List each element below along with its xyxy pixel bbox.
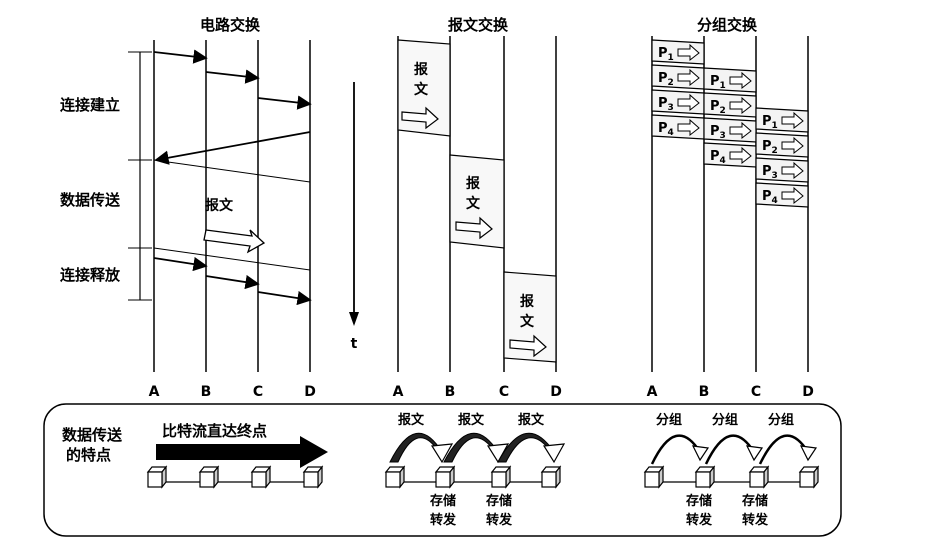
bitstream-caption: 比特流直达终点 [162, 422, 267, 440]
node-box-icon [384, 465, 406, 489]
message-block-1-label-top: 报 [414, 62, 428, 78]
node-b-label: B [445, 384, 456, 400]
characteristics-label-line2: 的特点 [66, 446, 111, 464]
node-d-label: D [802, 384, 814, 400]
circuit-message-label: 报文 [205, 197, 234, 214]
packet-box-2-1: P1 [703, 67, 757, 93]
hop-arc-icon [497, 432, 566, 464]
packet-box-1-2: P2 [651, 64, 705, 90]
packet-arrow-icon [677, 43, 700, 62]
hop-arc-icon [758, 434, 818, 465]
node-box-icon [302, 465, 324, 489]
time-label: t [351, 336, 358, 352]
packet-arrow-icon [677, 68, 700, 87]
node-box-icon [250, 465, 272, 489]
packet-box-1-1: P1 [651, 39, 705, 65]
packet-arrow-icon [729, 71, 752, 90]
node-c-label: C [499, 384, 509, 400]
message-block-2-label-bottom: 文 [466, 195, 481, 212]
packet-hop-label-2: 分组 [712, 412, 738, 428]
packet-forward-label-2: 转发 [742, 512, 769, 528]
packet-arrow-icon [729, 121, 752, 140]
packet-box-1-4: P4 [651, 114, 705, 140]
node-box-icon [434, 465, 456, 489]
message-hop-label-3: 报文 [518, 412, 545, 428]
node-a-label: A [393, 384, 404, 400]
message-store-label-2: 存储 [486, 493, 512, 509]
node-box-icon [694, 465, 716, 489]
packet-arrow-icon [781, 136, 804, 155]
node-d-label: D [550, 384, 562, 400]
packet-box-3-1: P1 [755, 107, 809, 133]
message-block-2-label-top: 报 [466, 176, 480, 192]
characteristics-panel: 数据传送 的特点 比特流直达终点 报文 报文 报文 存储 转发 存储 转发 分组… [43, 403, 842, 537]
message-switching-panel: 报 文 报 文 报 文 A B C D [393, 36, 562, 400]
packet-box-2-2: P2 [703, 92, 757, 118]
node-b-label: B [201, 384, 212, 400]
packet-box-2-4: P4 [703, 142, 757, 168]
packet-arrow-icon [781, 161, 804, 180]
packet-forward-label-1: 转发 [686, 512, 713, 528]
message-block-1-label-bottom: 文 [414, 81, 429, 98]
hop-arc-icon [443, 432, 510, 464]
message-block-3-label-bottom: 文 [520, 313, 535, 330]
circuit-switching-title: 电路交换 [200, 16, 261, 34]
node-box-icon [643, 465, 665, 489]
hop-arc-icon [650, 434, 710, 465]
packet-arrow-icon [781, 186, 804, 205]
message-switching-title: 报文交换 [448, 16, 509, 34]
node-box-icon [198, 465, 220, 489]
packet-arrow-icon [729, 96, 752, 115]
node-box-icon [146, 465, 168, 489]
node-b-label: B [699, 384, 710, 400]
circuit-switching-panel: 连接建立 数据传送 连接释放 报文 A B C D [60, 40, 316, 400]
packet-arrow-icon [781, 111, 804, 130]
node-d-label: D [304, 384, 316, 400]
circuit-message-arrow [203, 229, 266, 254]
phase-connection-setup: 连接建立 [60, 96, 120, 114]
node-c-label: C [253, 384, 263, 400]
phase-connection-release: 连接释放 [60, 266, 121, 284]
packet-box-3-2: P2 [755, 132, 809, 158]
node-box-icon [540, 465, 562, 489]
packet-hop-arrows [650, 434, 818, 465]
node-a-label: A [647, 384, 658, 400]
time-axis: t [349, 82, 359, 352]
packet-box-1-3: P3 [651, 89, 705, 115]
message-node-boxes [384, 465, 562, 489]
message-store-label-1: 存储 [430, 493, 456, 509]
characteristics-label-line1: 数据传送 [62, 426, 123, 444]
packet-hop-label-1: 分组 [656, 412, 682, 428]
hop-arc-icon [389, 432, 454, 464]
phase-data-transfer: 数据传送 [60, 191, 121, 209]
circuit-node-boxes [146, 465, 324, 489]
packet-switching-title: 分组交换 [697, 16, 758, 34]
message-forward-label-1: 转发 [430, 512, 457, 528]
packet-node-boxes [643, 465, 820, 489]
node-c-label: C [751, 384, 761, 400]
packet-arrow-icon [677, 118, 700, 137]
node-box-icon [490, 465, 512, 489]
message-block-3-label-top: 报 [520, 294, 534, 310]
message-forward-label-2: 转发 [486, 512, 513, 528]
message-hop-label-2: 报文 [458, 412, 485, 428]
hop-arc-icon [704, 434, 764, 465]
packet-arrow-icon [729, 146, 752, 165]
packet-store-label-2: 存储 [742, 493, 768, 509]
packet-box-3-4: P4 [755, 182, 809, 208]
packet-hop-label-3: 分组 [768, 412, 794, 428]
message-hop-arrows [389, 432, 566, 464]
bitstream-arrow [156, 436, 328, 468]
packet-box-3-3: P3 [755, 157, 809, 183]
node-box-icon [748, 465, 770, 489]
packet-box-2-3: P3 [703, 117, 757, 143]
node-a-label: A [149, 384, 160, 400]
packet-store-label-1: 存储 [686, 493, 712, 509]
packet-arrow-icon [677, 93, 700, 112]
node-box-icon [798, 465, 820, 489]
message-hop-label-1: 报文 [398, 412, 425, 428]
